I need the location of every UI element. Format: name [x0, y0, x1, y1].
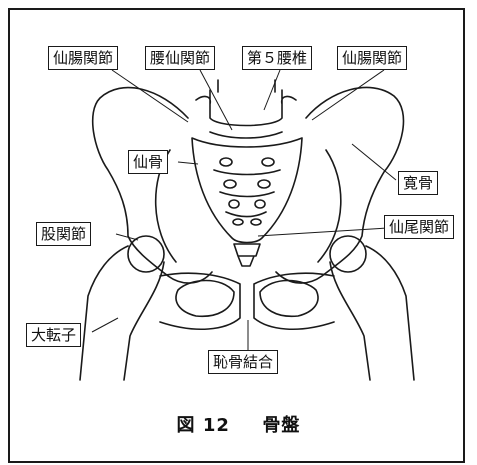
label-sacroiliac-left: 仙腸関節 [48, 46, 118, 70]
l5-vertebra [196, 90, 296, 126]
left-femur [80, 246, 164, 380]
figure-caption: 図 12 骨盤 [0, 411, 477, 437]
left-ilium [93, 88, 212, 283]
label-sacrum: 仙骨 [128, 150, 168, 174]
right-femur [330, 246, 414, 380]
coccyx [234, 244, 260, 266]
label-hip-joint: 股関節 [36, 222, 91, 246]
sacrum [192, 138, 302, 243]
figure-title: 骨盤 [262, 411, 300, 437]
left-femoral-head [128, 236, 164, 272]
figure-number: 図 12 [177, 411, 230, 437]
label-sacrococcygeal-joint: 仙尾関節 [384, 215, 454, 239]
label-lumbosacral-joint: 腰仙関節 [145, 46, 215, 70]
label-fifth-lumbar: 第５腰椎 [242, 46, 312, 70]
label-greater-trochanter: 大転子 [26, 323, 81, 347]
right-obturator [260, 281, 318, 317]
label-pubic-symphysis: 恥骨結合 [208, 350, 278, 374]
pelvic-brim [156, 150, 341, 262]
label-sacroiliac-right: 仙腸関節 [337, 46, 407, 70]
left-obturator [176, 281, 234, 317]
right-femoral-head [330, 236, 366, 272]
label-hip-bone: 寛骨 [398, 171, 438, 195]
